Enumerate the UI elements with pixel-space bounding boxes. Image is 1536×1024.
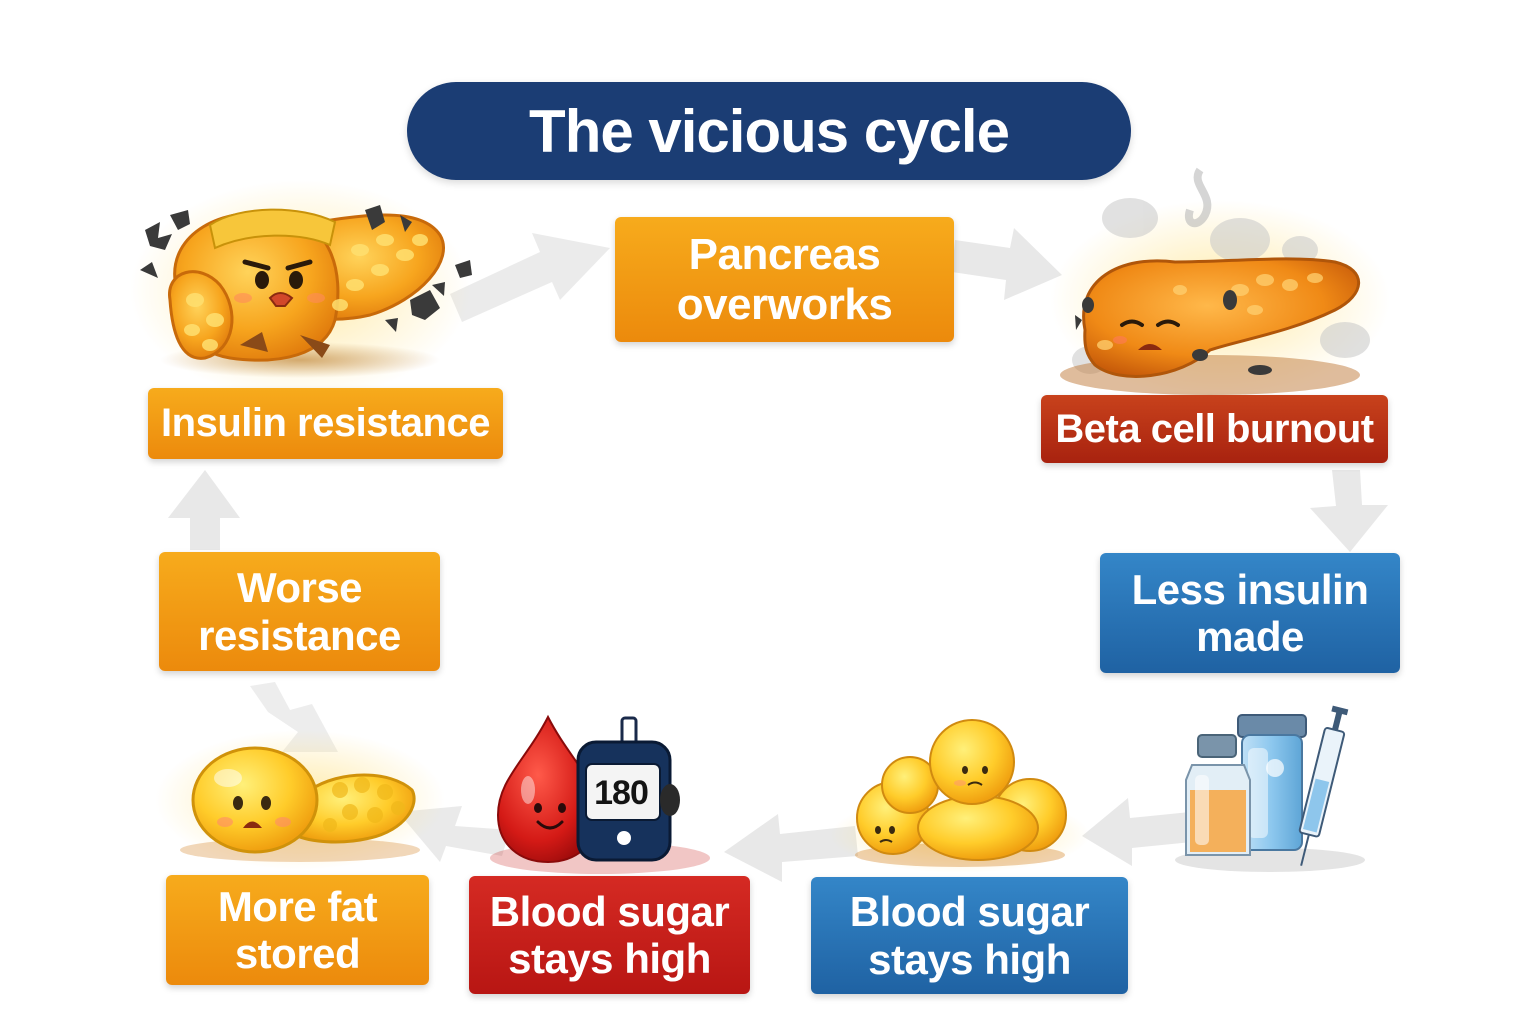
step-blood-sugar-stays-high-red: Blood sugar stays high — [469, 876, 750, 994]
step-less-insulin-made: Less insulin made — [1100, 553, 1400, 673]
fat-cells-icon — [830, 719, 1090, 873]
insulin-vials-syringe-icon — [1175, 705, 1365, 872]
step-pancreas-overworks: Pancreas overworks — [615, 217, 954, 342]
arrow-to-burnout — [952, 228, 1062, 300]
arrow-to-insulin-resistance — [168, 470, 240, 550]
arrow-to-less-insulin — [1310, 470, 1388, 552]
step-more-fat-stored: More fat stored — [166, 875, 429, 985]
arrow-to-pancreas-overworks — [450, 233, 610, 322]
arrow-to-blood-sugar-red — [724, 814, 858, 882]
step-worse-resistance: Worse resistance — [159, 552, 440, 671]
step-blood-sugar-stays-high-blue: Blood sugar stays high — [811, 877, 1128, 994]
glucose-meter-icon — [576, 716, 680, 862]
tired-pancreas-icon — [155, 730, 445, 870]
step-beta-cell-burnout: Beta cell burnout — [1041, 395, 1388, 463]
step-insulin-resistance: Insulin resistance — [148, 388, 503, 459]
cycle-title: The vicious cycle — [407, 82, 1131, 180]
burnt-out-pancreas-icon — [1050, 167, 1390, 400]
glucose-meter-reading: 180 — [594, 773, 649, 812]
stressed-pancreas-icon — [130, 180, 472, 400]
arrow-to-blood-sugar-blue — [1082, 798, 1192, 866]
